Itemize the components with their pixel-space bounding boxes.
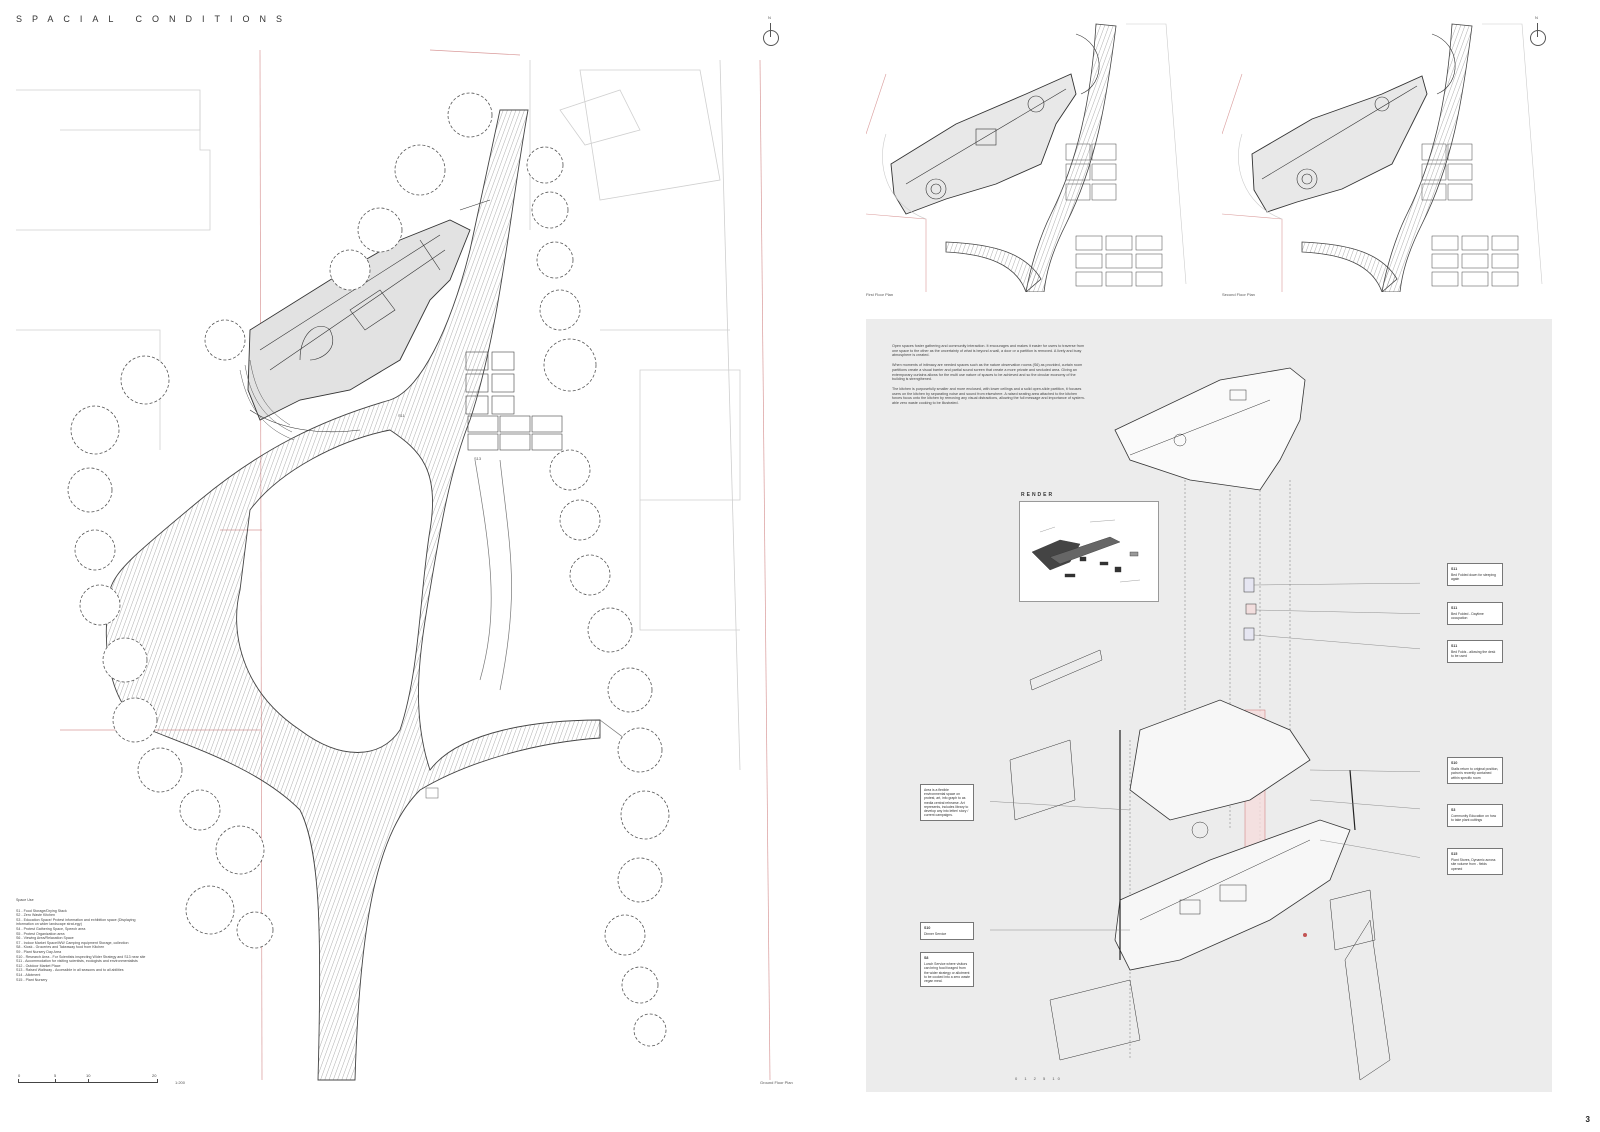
axo-paragraph: The kitchen is purposefully smaller and …: [892, 386, 1085, 406]
second-floor-plan: [1222, 23, 1543, 292]
raised-walkway-s13: [105, 109, 601, 1081]
annotation-text: Dinner Service: [924, 932, 947, 937]
scale-tick-label: 20: [152, 1073, 157, 1078]
annotation-left: S10 Dinner Service: [920, 922, 974, 941]
page-title: SPACIAL CONDITIONS: [16, 14, 293, 24]
annotation-text: Plant Stores, Dynamic across site volume…: [1451, 858, 1496, 871]
first-floor-caption: First Floor Plan: [866, 292, 894, 297]
annotation-right: S11 Bed Folded - Daytime occupation: [1447, 602, 1503, 625]
page-number: 3: [1585, 1115, 1590, 1124]
annotation-text: Area is a flexible environmental space o…: [924, 788, 969, 818]
annotation-text: Bed Folded - Daytime occupation: [1451, 612, 1484, 621]
annotation-right: S11 Bed Folds - allowing the desk to be …: [1447, 640, 1503, 663]
north-label: N: [768, 15, 771, 20]
scale-tick-label: 0: [18, 1073, 21, 1078]
legend-item: S1 - Food Storage/Drying Stack: [16, 908, 67, 913]
trees: [67, 92, 670, 1047]
annotation-code: S3: [1451, 808, 1456, 812]
scale-bar: 0 5 10 20: [18, 1073, 158, 1083]
north-arrow-right: N: [1530, 15, 1546, 46]
scale-tick-label: 10: [86, 1073, 91, 1078]
annotation-left: S8 Lunch Service where visitors can brin…: [920, 952, 974, 988]
axo-paragraph: Open spaces foster gathering and communi…: [892, 344, 1085, 358]
legend-item: S15 - Plant Nursery: [16, 977, 48, 982]
annotation-right: S15 Plant Stores, Dynamic across site vo…: [1447, 848, 1503, 875]
ground-floor-site-plan: S11 S13: [16, 49, 771, 1081]
space-use-legend: Space Use S1 - Food Storage/Drying Stack…: [16, 898, 146, 982]
legend-item: S13 - Raised Walkway - Accessible in all…: [16, 968, 124, 973]
label-s13: S13: [474, 456, 482, 461]
legend-item: S6 - Viewing Area/Relaxation Space: [16, 936, 74, 941]
legend-item: S14 - Allotment: [16, 972, 41, 977]
annotation-code: S8: [924, 956, 929, 960]
legend-item: S2 - Zero Waste Kitchen: [16, 913, 56, 918]
legend-item: S7 - Indoor Market Space/WW Camping equi…: [16, 940, 129, 945]
axo-scale: 0 1 2 5 10: [1015, 1076, 1063, 1081]
scale-ratio: 1:200: [175, 1080, 186, 1085]
first-floor-plan: [866, 23, 1187, 292]
annotation-text: Lunch Service where visitors can bring f…: [924, 962, 970, 984]
render-label: RENDER: [1021, 492, 1055, 498]
north-label: N: [1535, 15, 1538, 20]
scale-tick-label: 5: [54, 1073, 57, 1078]
annotation-text: Bed Folds - allowing the desk to be used: [1451, 650, 1496, 659]
render-image: [1019, 501, 1159, 602]
legend-item: S9 - Plant Nursery Day Area: [16, 949, 62, 954]
annotation-code: S11: [1451, 606, 1458, 610]
legend-item: S10 - Research Area - For Scientists ins…: [16, 954, 146, 959]
axo-description: Open spaces foster gathering and communi…: [892, 344, 1087, 411]
second-floor-caption: Second Floor Plan: [1222, 292, 1255, 297]
annotation-code: S10: [924, 926, 931, 930]
annotation-right: S10 Stalls return to original position, …: [1447, 757, 1503, 784]
legend-item: S8 - Kiosk - Groceries and Takeaway food…: [16, 945, 105, 950]
annotation-right: S11 Bed Folded down for sleeping again: [1447, 563, 1503, 586]
annotation-left: Area is a flexible environmental space o…: [920, 784, 974, 822]
legend-item: S3 - Education Space/ Protest informatio…: [16, 917, 136, 927]
label-s11: S11: [398, 413, 406, 418]
legend-item: S4 - Protest Gathering Space, Speech are…: [16, 926, 86, 931]
annotation-right: S3 Community Education on how to take pl…: [1447, 804, 1503, 827]
annotation-text: Community Education on how to take plant…: [1451, 814, 1497, 823]
legend-item: S11 - Accommodation for visiting scienti…: [16, 959, 138, 964]
ground-floor-caption: Ground Floor Plan: [760, 1080, 793, 1085]
exploded-axonometric-drawing: [990, 367, 1420, 1081]
annotation-text: Bed Folded down for sleeping again: [1451, 573, 1496, 582]
annotation-code: S15: [1451, 852, 1458, 856]
annotation-code: S11: [1451, 644, 1458, 648]
annotation-code: S11: [1451, 567, 1458, 571]
legend-heading: Space Use: [16, 898, 34, 902]
legend-item: S12 - Outdoor Market Place: [16, 963, 61, 968]
annotation-code: S10: [1451, 761, 1458, 765]
legend-item: S5 - Protest Organization area: [16, 931, 65, 936]
north-arrow: N: [763, 15, 779, 46]
annotation-text: Stalls return to original position, patr…: [1451, 767, 1499, 780]
axo-paragraph: When moments of intimacy are needed spac…: [892, 363, 1083, 382]
